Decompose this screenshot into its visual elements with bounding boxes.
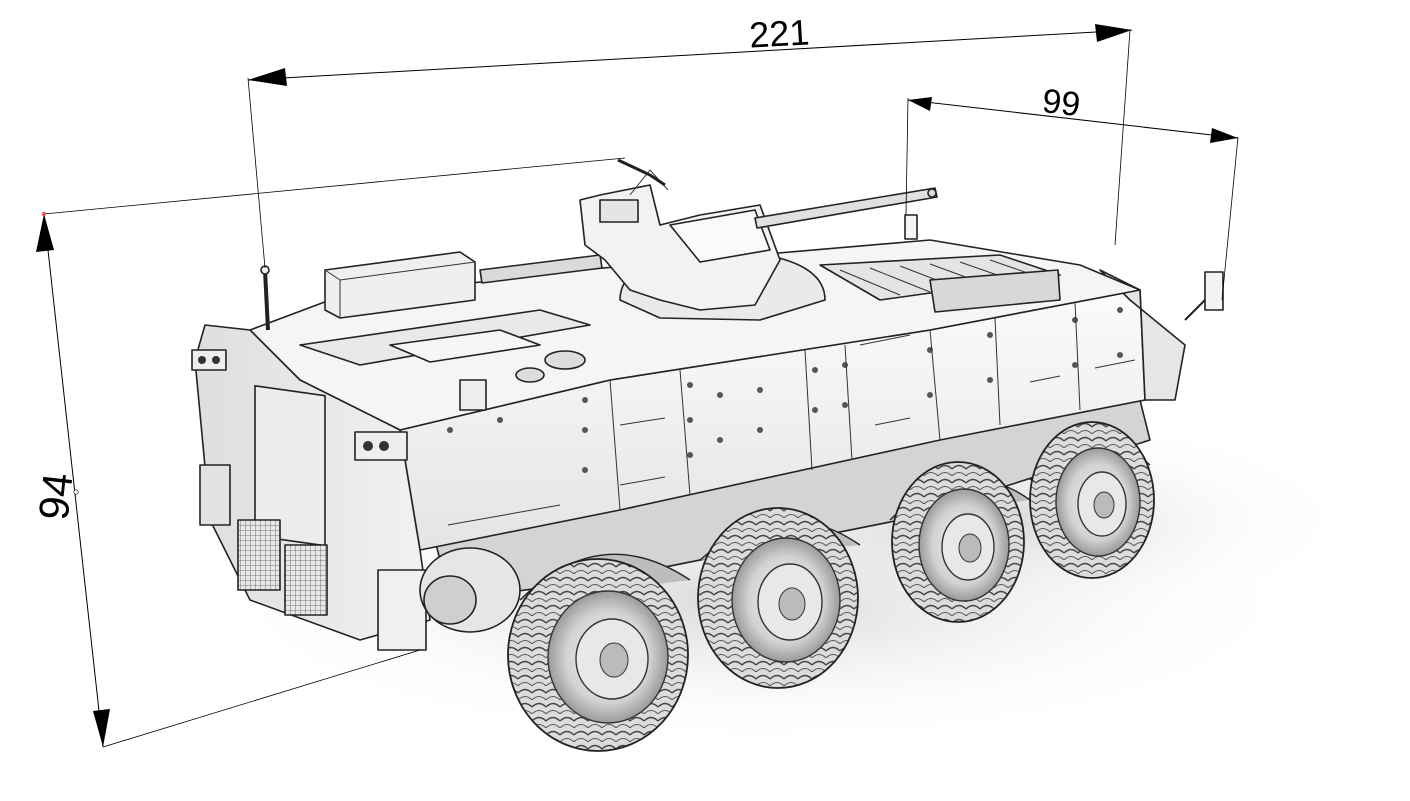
wheel-4: [1029, 421, 1155, 579]
armored-vehicle: [191, 158, 1224, 752]
rear-door: [254, 385, 326, 547]
dimension-turret-offset-label: 99: [1040, 82, 1082, 124]
wheel-1: [507, 558, 689, 752]
stowage-box: [324, 251, 476, 319]
dimension-height: 94: [30, 157, 626, 748]
roof-tube: [479, 254, 603, 284]
dimension-length: 221: [247, 11, 1133, 269]
rear-light-left: [191, 349, 227, 371]
rear-grille-left: [237, 519, 281, 591]
panel-details: [447, 307, 1123, 473]
rear-grille-right: [284, 544, 328, 616]
dimension-length-label: 221: [748, 11, 810, 55]
engine-grille: [819, 254, 1061, 301]
dimension-height-label: 94: [30, 471, 82, 523]
wheel-2: [697, 507, 859, 689]
main-gun: [754, 187, 938, 229]
side-mirror: [1204, 271, 1224, 311]
hull-front-slope: [1099, 269, 1186, 401]
dimension-turret-offset: 99: [905, 82, 1239, 301]
wheel-3: [891, 461, 1025, 623]
